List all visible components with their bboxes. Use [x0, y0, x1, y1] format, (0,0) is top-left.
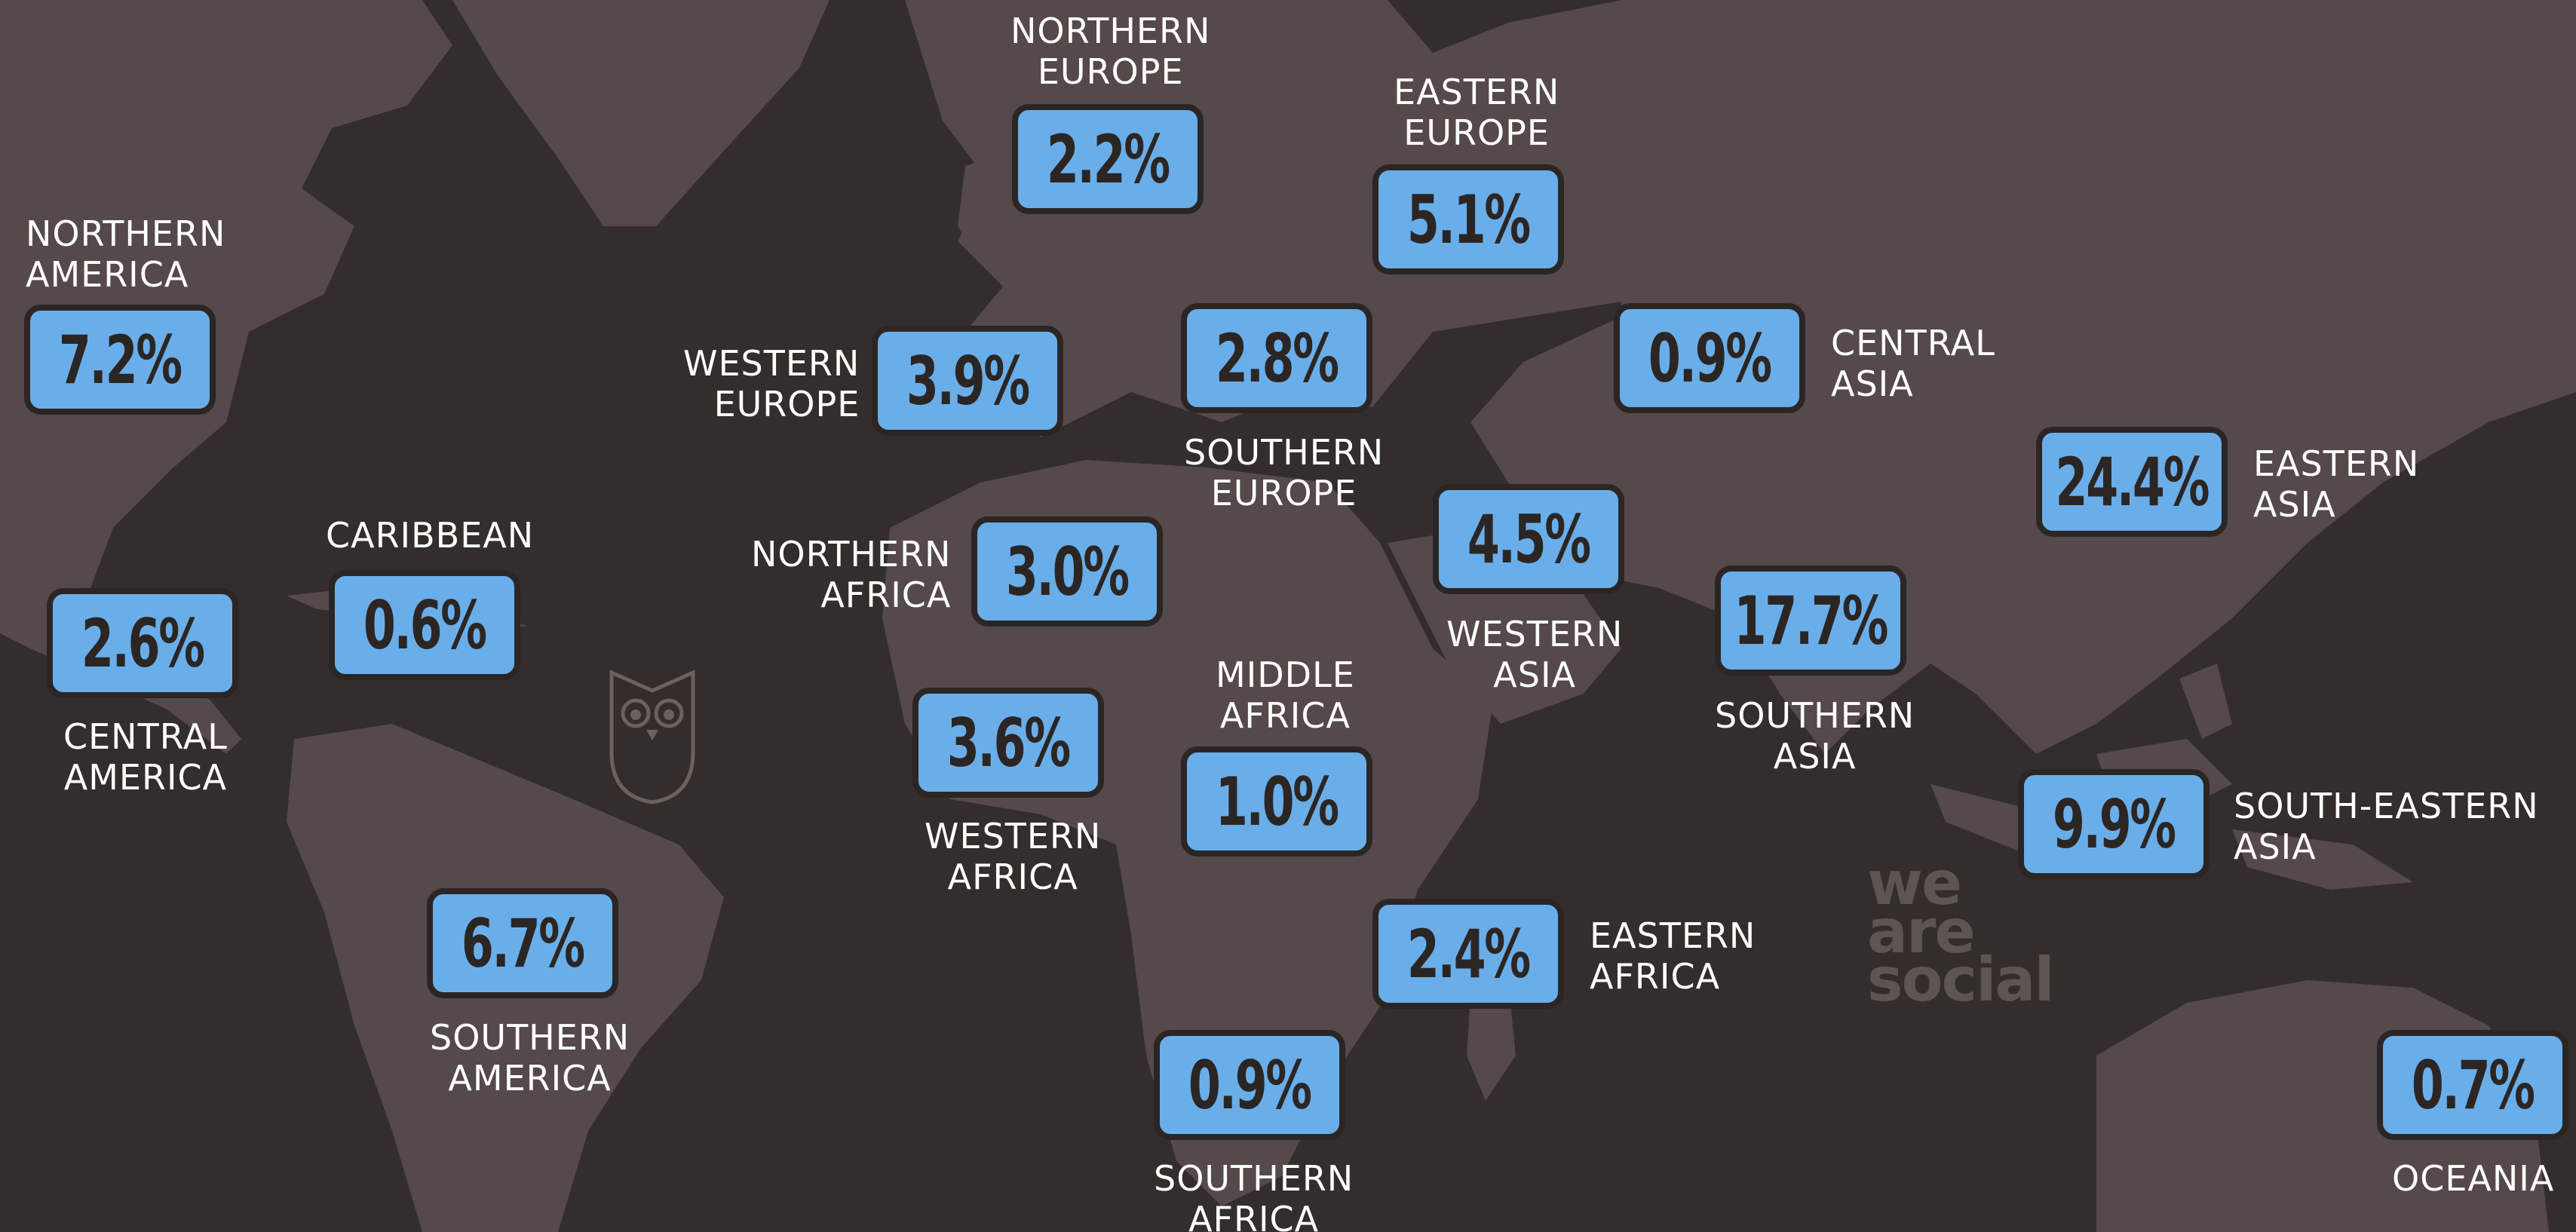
region-label: SOUTH-EASTERN ASIA — [2234, 786, 2539, 867]
region-value: 0.9% — [1648, 319, 1772, 397]
brand-line-are: are — [1867, 896, 1976, 967]
value-box: 0.7% — [2377, 1030, 2568, 1140]
region-value: 4.5% — [1467, 500, 1591, 578]
region-value: 5.1% — [1407, 180, 1531, 259]
region-label: SOUTHERN ASIA — [1715, 695, 1915, 777]
region-value: 2.8% — [1216, 319, 1339, 397]
region-value: 9.9% — [2053, 785, 2176, 863]
value-box: 2.6% — [47, 588, 238, 698]
value-box: 0.9% — [1154, 1030, 1345, 1140]
we-are-social-logo: we are social — [1867, 848, 2055, 1015]
value-box: 17.7% — [1715, 565, 1906, 676]
region-value: 2.4% — [1407, 915, 1531, 993]
value-box: 0.6% — [329, 570, 520, 680]
region-label: NORTHERN AFRICA — [751, 534, 952, 615]
region-label: OCEANIA — [2392, 1158, 2555, 1199]
value-box: 7.2% — [24, 305, 216, 415]
owl-logo-icon — [609, 670, 695, 804]
region-value: 3.0% — [1006, 532, 1130, 611]
value-box: 3.6% — [912, 688, 1104, 798]
region-label: CENTRAL AMERICA — [63, 716, 228, 798]
region-label: WESTERN EUROPE — [683, 343, 860, 424]
region-label: CARIBBEAN — [326, 515, 535, 556]
region-label: WESTERN ASIA — [1446, 614, 1624, 695]
brand-line-we: we — [1867, 848, 1962, 918]
brand-line-social: social — [1867, 945, 2055, 1015]
value-box: 5.1% — [1372, 164, 1564, 274]
value-box: 24.4% — [2036, 427, 2228, 537]
region-value: 6.7% — [462, 904, 585, 982]
region-label: NORTHERN EUROPE — [1010, 11, 1211, 92]
region-value: 17.7% — [1734, 581, 1889, 660]
region-value: 2.2% — [1047, 120, 1170, 198]
region-value: 24.4% — [2055, 443, 2210, 521]
north-america-land — [0, 0, 452, 588]
value-box: 3.9% — [872, 326, 1063, 436]
region-label: EASTERN AFRICA — [1590, 915, 1756, 997]
value-box: 2.2% — [1012, 104, 1204, 214]
value-box: 6.7% — [427, 888, 618, 998]
region-label: SOUTHERN AMERICA — [430, 1017, 630, 1099]
value-box: 9.9% — [2018, 769, 2210, 879]
region-label: WESTERN AFRICA — [925, 816, 1102, 897]
region-value: 3.9% — [906, 342, 1030, 420]
greenland-land — [452, 0, 830, 226]
region-value: 1.0% — [1216, 762, 1339, 841]
japan-land — [2247, 302, 2338, 467]
value-box: 2.8% — [1181, 303, 1372, 413]
region-label: MIDDLE AFRICA — [1216, 654, 1355, 736]
region-label: CENTRAL ASIA — [1831, 323, 1995, 404]
region-value: 3.6% — [947, 703, 1071, 782]
region-value: 7.2% — [59, 320, 182, 399]
region-label: SOUTHERN EUROPE — [1184, 432, 1385, 513]
region-value: 2.6% — [81, 604, 205, 682]
madagascar-land — [1467, 980, 1516, 1101]
region-label: EASTERN ASIA — [2253, 443, 2420, 525]
region-label: EASTERN EUROPE — [1394, 72, 1560, 153]
region-value: 0.7% — [2412, 1046, 2535, 1124]
region-value: 0.9% — [1188, 1046, 1312, 1124]
value-box: 2.4% — [1372, 899, 1564, 1009]
value-box: 3.0% — [971, 516, 1163, 627]
value-box: 1.0% — [1181, 746, 1372, 857]
region-label: NORTHERN AMERICA — [26, 213, 226, 295]
region-label: SOUTHERN AFRICA — [1154, 1158, 1354, 1232]
value-box: 0.9% — [1614, 303, 1805, 413]
value-box: 4.5% — [1433, 484, 1624, 594]
region-value: 0.6% — [363, 586, 487, 664]
